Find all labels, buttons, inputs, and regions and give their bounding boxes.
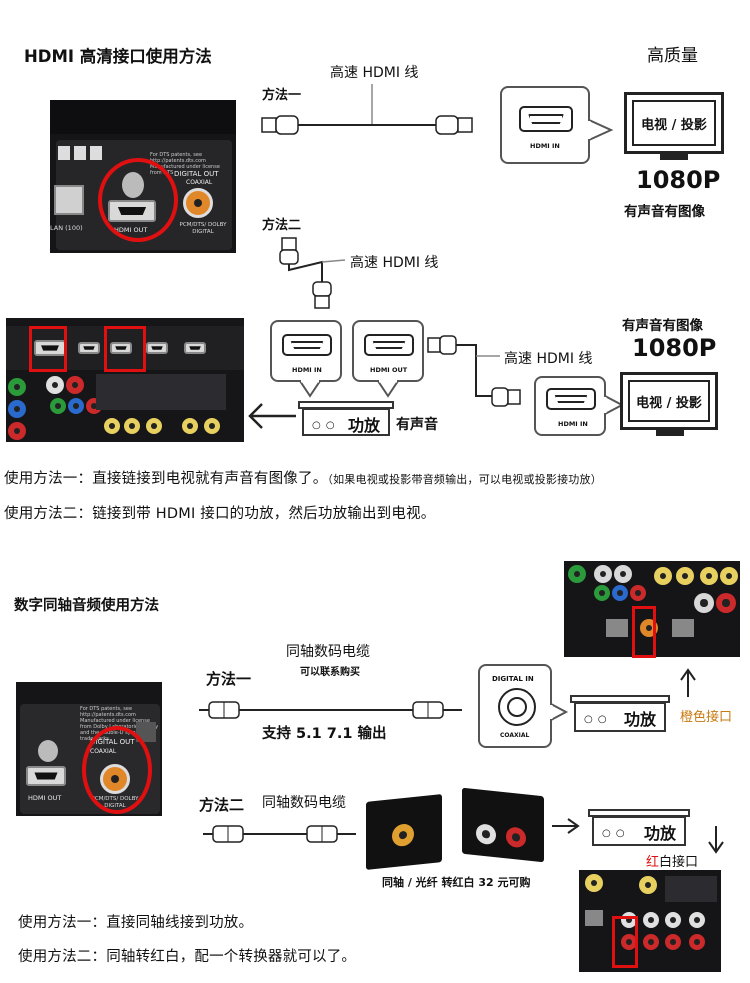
tv-label-1: 电视 / 投影 (632, 100, 716, 146)
orange-port-label: 橙色接口 (680, 710, 733, 725)
amp-coax1-knobs-icon: ○ ○ (584, 714, 608, 725)
sound-image-label-1: 有声音有图像 (624, 204, 705, 220)
coax-output-highlight-circle (82, 726, 152, 814)
hdmi-method1-cable-label: 高速 HDMI 线 (330, 65, 419, 81)
digital-in-label: DIGITAL IN (492, 675, 534, 683)
hdmi-desc1-note: （如果电视或投影带音频输出，可以电视或投影接功放） (327, 473, 602, 486)
has-sound-label: 有声音 (396, 417, 438, 433)
amplifier-coax-1: ○ ○ 功放 (570, 695, 670, 732)
amp-hdmi-out-icon (364, 334, 414, 356)
hdmi-in-label-1: HDMI IN (530, 142, 560, 150)
lan-label: LAN (100) (50, 224, 83, 232)
coax-section-title: 数字同轴音频使用方法 (14, 598, 159, 614)
resolution-label-2: 1080P (632, 334, 717, 362)
receiver-back-panel-photo (6, 318, 244, 442)
tv-projector-2: 电视 / 投影 (620, 372, 718, 430)
coax-method2-label: 方法二 (199, 796, 245, 814)
digital-in-coaxial-label: COAXIAL (500, 732, 530, 739)
amplifier-hdmi: ○ ○ 功放 (298, 401, 394, 436)
hdmi-method2-cable-label-1: 高速 HDMI 线 (350, 255, 439, 271)
red-white-port-label: 红白接口 (646, 851, 698, 870)
hdmi-method2-description: 使用方法二：链接到带 HDMI 接口的功放，然后功放输出到电视。 (4, 506, 436, 522)
resolution-label-1: 1080P (636, 166, 721, 194)
tv-stand-2 (656, 430, 684, 436)
coax-method1-description: 使用方法一：直接同轴线接到功放。 (18, 915, 254, 931)
coax-method2-description: 使用方法二：同轴转红白，配一个转换器就可以了。 (18, 949, 357, 965)
hdmi-in-icon (519, 106, 573, 132)
sound-image-label-2: 有声音有图像 (622, 318, 703, 334)
hdmi-desc1-main: 使用方法一：直接链接到电视就有声音有图像了。 (4, 471, 328, 487)
amp-label-coax-1: 功放 (623, 710, 656, 729)
amp-hdmi-in-callout: HDMI IN (270, 320, 342, 382)
hdmi-method2-label: 方法二 (262, 218, 302, 233)
tv2-hdmi-in-icon (546, 388, 596, 410)
amp-knobs-icon: ○ ○ (312, 420, 336, 431)
tv-label-2: 电视 / 投影 (628, 380, 710, 422)
hdmi-method1-description: 使用方法一：直接链接到电视就有声音有图像了。（如果电视或投影带音频输出，可以电视… (4, 467, 602, 488)
pcm-label: PCM/DTS/ DOLBY DIGITAL (179, 222, 227, 235)
coax-contact-label: 可以联系购买 (300, 667, 360, 678)
hdmi-method2-cable-label-2: 高速 HDMI 线 (504, 351, 593, 367)
amp-hdmi-out-label: HDMI OUT (370, 366, 408, 374)
coax-input-highlight-box (632, 606, 656, 658)
tv-stand-1 (660, 154, 688, 160)
hdmi-method1-label: 方法一 (262, 88, 302, 103)
hdmi-section-title: HDMI 高清接口使用方法 (24, 47, 212, 66)
tv-projector-1: 电视 / 投影 (624, 92, 724, 154)
coax-method2-cable-label: 同轴数码电缆 (262, 795, 346, 811)
amp-hdmi-in-label: HDMI IN (292, 366, 322, 374)
amp-hdmi-out-callout: HDMI OUT (352, 320, 424, 382)
high-quality-label: 高质量 (647, 46, 698, 66)
converter-caption: 同轴 / 光纤 转红白 32 元可购 (382, 876, 531, 889)
coax-method1-cable-label: 同轴数码电缆 (286, 644, 370, 660)
amplifier-coax-2: ○ ○ 功放 (588, 809, 690, 846)
amp-coax2-knobs-icon: ○ ○ (602, 828, 626, 839)
hdmi-in-highlight-box-2 (104, 326, 146, 372)
coax-jack-icon (498, 688, 536, 726)
coax-method1-label: 方法一 (206, 670, 252, 688)
digital-out-label: DIGITAL OUT (174, 170, 219, 178)
amp-label-hdmi: 功放 (347, 416, 380, 435)
coaxial-label: COAXIAL (186, 179, 213, 186)
white-port-rest: 白接口 (659, 855, 699, 870)
red-char: 红 (646, 855, 660, 870)
hdmi-in-highlight-box-1 (29, 326, 67, 372)
hdmi-out-highlight-circle (98, 158, 178, 242)
hdmi-in-callout-1: HDMI IN (500, 86, 590, 164)
coax-photo-hdmi-out-label: HDMI OUT (28, 794, 62, 802)
red-white-input-highlight-box (612, 916, 638, 968)
coaxial-output-jack (183, 188, 213, 218)
amp-hdmi-in-icon (282, 334, 332, 356)
hdmi-in-callout-2: HDMI IN (534, 376, 606, 436)
coax-receiver-photo-bottom (579, 870, 721, 972)
coax-receiver-photo-top (564, 561, 740, 657)
hdmi-in-label-2: HDMI IN (558, 420, 588, 428)
coax-photo-hdmi-port (26, 766, 66, 786)
amp-label-coax-2: 功放 (643, 824, 676, 843)
coax-support-label: 支持 5.1 7.1 输出 (262, 726, 387, 742)
